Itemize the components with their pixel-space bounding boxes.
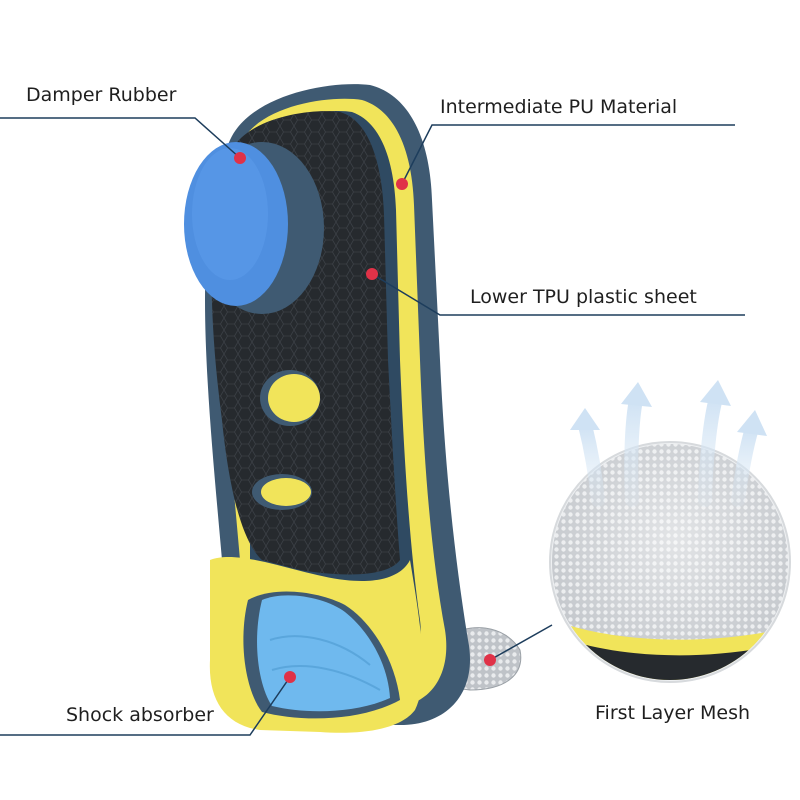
airflow-arrow-1-icon [570, 408, 605, 507]
airflow-arrows [570, 380, 767, 507]
label-first-layer-mesh: First Layer Mesh [595, 702, 751, 724]
arch-pods [252, 370, 320, 510]
label-intermediate-pu: Intermediate PU Material [440, 96, 678, 118]
label-damper-rubber: Damper Rubber [26, 84, 177, 106]
leader-line-intermediate-pu [401, 124, 735, 185]
marker-dot-lower-tpu [366, 268, 378, 280]
label-shock-absorber: Shock absorber [66, 704, 214, 726]
marker-dots [234, 152, 496, 683]
marker-dot-shock-absorber [284, 671, 296, 683]
airflow-arrow-2-icon [621, 382, 652, 507]
marker-dot-intermediate-pu [396, 178, 408, 190]
leader-lines [0, 117, 745, 736]
damper-rubber [184, 142, 324, 314]
label-lower-tpu: Lower TPU plastic sheet [470, 286, 697, 308]
marker-dot-first-layer-mesh [484, 654, 496, 666]
leader-line-first-layer-mesh [489, 624, 553, 661]
airflow-arrow-3-icon [698, 380, 731, 507]
airflow-arrow-4-icon [731, 410, 767, 507]
leader-line-damper-rubber [0, 117, 241, 159]
leader-line-lower-tpu [371, 273, 745, 316]
insole [184, 84, 522, 733]
marker-dot-damper-rubber [234, 152, 246, 164]
leader-line-shock-absorber [0, 676, 291, 736]
mesh-magnifier [549, 441, 791, 683]
